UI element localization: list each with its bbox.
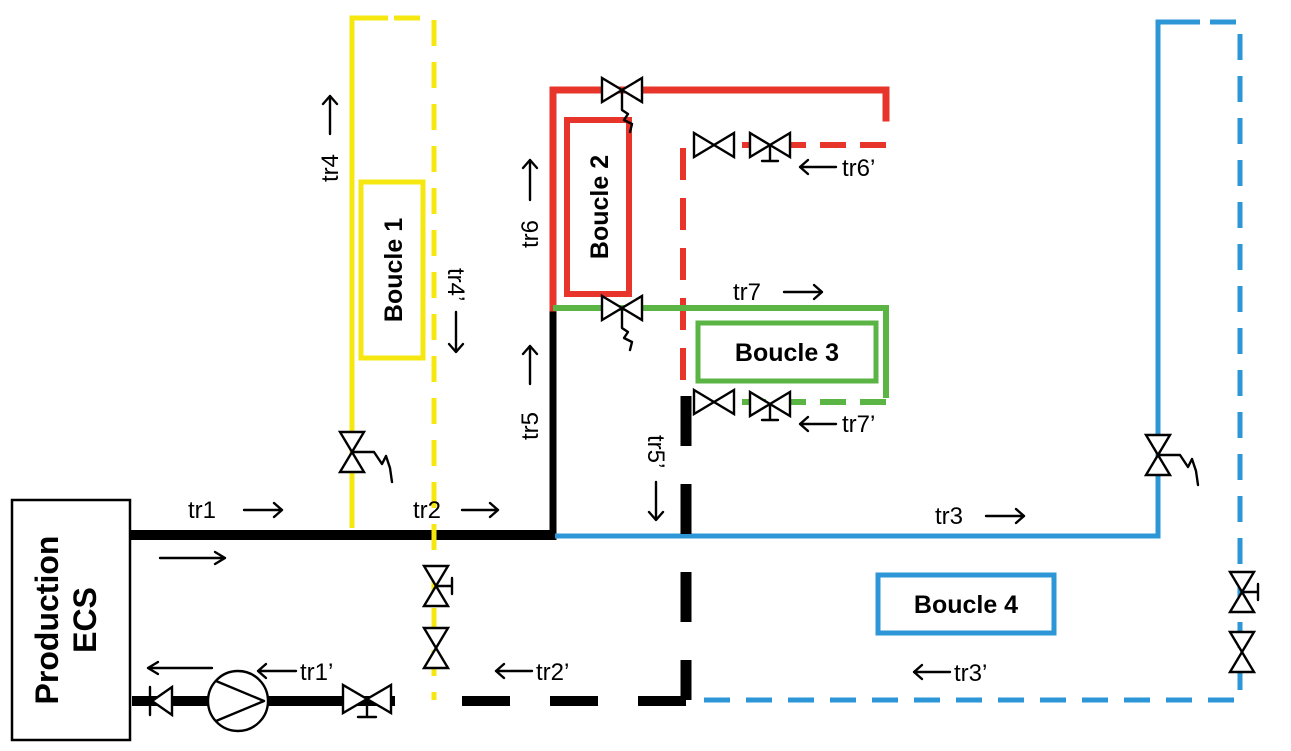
- tr1p-label: tr1’: [300, 659, 333, 686]
- balancing-valve-icon: [1227, 570, 1260, 614]
- flow-arrow-icon: [256, 662, 298, 680]
- tr7-label: tr7: [733, 279, 761, 306]
- flow-arrow-icon: [782, 283, 824, 301]
- boucle-4-label: Boucle 4: [914, 591, 1018, 619]
- tr2-label: tr2: [413, 497, 441, 524]
- flow-arrow-icon: [158, 550, 227, 566]
- valve-icon: [337, 430, 394, 484]
- boucle-2-label: Boucle 2: [586, 155, 614, 259]
- tr2p-label: tr2’: [536, 659, 569, 686]
- balancing-valve-icon: [748, 130, 792, 163]
- tr3-label: tr3: [935, 503, 963, 530]
- flow-arrow-icon: [321, 94, 339, 136]
- loop-boucle-2: Boucle 2: [564, 117, 632, 297]
- valve-icon: [692, 387, 736, 417]
- production-label: Production: [29, 536, 65, 705]
- flow-arrow-icon: [984, 507, 1026, 525]
- loop-boucle-1: Boucle 1: [358, 179, 426, 361]
- pipe-tr4-return: [394, 15, 437, 700]
- valve-icon: [1143, 433, 1200, 487]
- balancing-valve-icon: [748, 389, 792, 422]
- tr6p-label: tr6’: [842, 155, 875, 182]
- flow-arrow-icon: [242, 501, 284, 519]
- segment-labels: tr1 tr2 tr3 tr7 tr4 tr6 tr5 tr4’ tr5’ tr…: [188, 94, 1026, 687]
- boucle-4-box: [875, 572, 1057, 636]
- tr5p-label: tr5’: [642, 435, 669, 468]
- valve-icon: [600, 75, 644, 134]
- flow-arrow-icon: [447, 310, 465, 354]
- flow-arrow-icon: [460, 501, 500, 519]
- flow-arrows: [146, 550, 227, 676]
- loop-boucle-4: Boucle 4: [875, 572, 1057, 636]
- valves: [148, 75, 1260, 733]
- pump-icon: [206, 669, 270, 733]
- flow-arrow-icon: [521, 158, 539, 202]
- pipe-tr4: [349, 15, 388, 528]
- ecs-label: ECS: [67, 587, 103, 653]
- pipe-tr3: [555, 19, 1200, 539]
- valve-icon: [692, 130, 736, 160]
- pipes: [130, 15, 1243, 706]
- boucle-1-label: Boucle 1: [380, 218, 408, 322]
- pipe-tr7: [553, 305, 889, 398]
- production-ecs-box: [10, 498, 132, 742]
- loop-boucle-3: Boucle 3: [695, 320, 879, 384]
- tr1-label: tr1: [188, 497, 216, 524]
- balancing-valve-icon: [341, 682, 393, 719]
- flow-arrow-icon: [146, 660, 214, 676]
- flow-arrow-icon: [912, 663, 952, 681]
- flow-arrow-icon: [798, 158, 838, 176]
- tr7p-label: tr7’: [842, 411, 875, 438]
- boucle-3-box: [695, 320, 879, 384]
- tr3p-label: tr3’: [954, 660, 987, 687]
- boucle-3-label: Boucle 3: [735, 339, 839, 367]
- flow-arrow-icon: [494, 662, 534, 680]
- pipe-tr6: [549, 86, 890, 312]
- boucle-1-box: [358, 179, 426, 361]
- flow-arrow-icon: [798, 415, 838, 433]
- valve-icon: [600, 293, 644, 352]
- boucle-2-box: [564, 117, 632, 297]
- tr6-label: tr6: [517, 220, 544, 248]
- flow-arrow-icon: [647, 480, 665, 522]
- valve-icon: [1227, 630, 1257, 674]
- tr4-label: tr4: [317, 154, 344, 182]
- pipe-tr3-return: [690, 19, 1243, 703]
- check-valve-icon: [148, 684, 174, 718]
- tr5-label: tr5: [517, 412, 544, 440]
- tr4p-label: tr4’: [442, 268, 469, 301]
- flow-arrow-icon: [521, 344, 539, 386]
- balancing-valve-icon: [421, 564, 454, 608]
- valve-icon: [421, 626, 451, 670]
